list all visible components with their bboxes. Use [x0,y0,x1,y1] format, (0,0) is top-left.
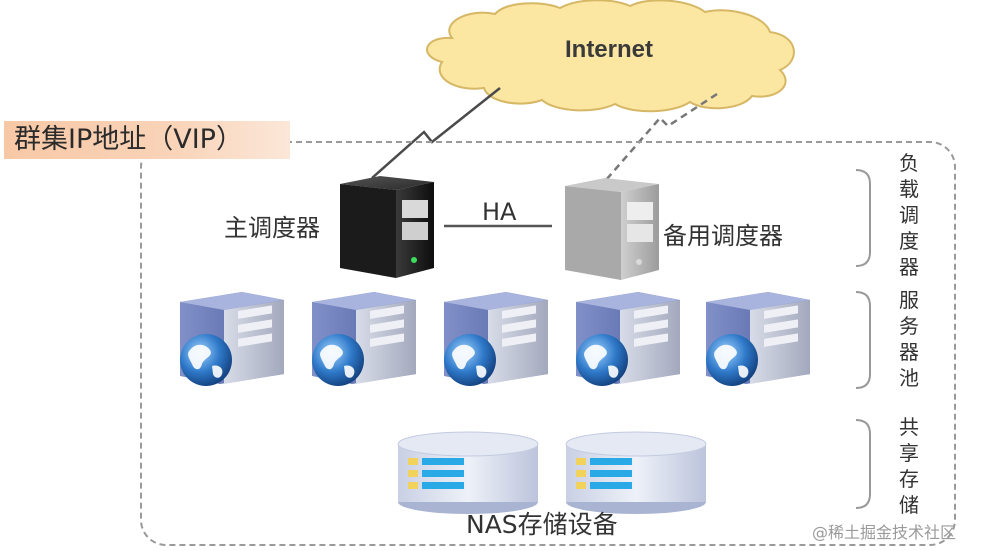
tier-char: 共 [899,415,919,439]
tier-char: 服 [899,288,919,312]
bracket-shared-storage [855,419,871,509]
tier-char: 载 [899,177,919,201]
tier-char: 享 [899,441,919,465]
main-dispatcher-label: 主调度器 [224,214,320,242]
backup-dispatcher-label: 备用调度器 [663,222,783,250]
tier-char: 负 [899,151,919,175]
internet-label: Internet [564,36,653,63]
tier-char: 池 [899,366,919,390]
tier-label-server-pool: 服 务 器 池 [894,287,924,391]
backup-internet-link [605,92,718,181]
ha-label: HA [482,198,517,226]
tier-char: 存 [899,467,919,491]
main-dispatcher-server [340,176,434,278]
internet-cloud [426,0,795,113]
tier-char: 调 [899,203,919,227]
bracket-server-pool [855,291,871,389]
bracket-load-balancer [855,169,871,267]
vip-label: 群集IP地址（VIP） [4,121,290,159]
tier-label-load-balancer: 负 载 调 度 器 [894,150,924,280]
cluster-boundary [140,141,956,546]
tier-label-shared-storage: 共 享 存 储 [894,414,924,518]
backup-dispatcher-server [565,178,659,280]
tier-char: 器 [899,255,919,279]
nas-storage-label: NAS存储设备 [466,510,618,539]
main-internet-link [371,87,501,179]
tier-char: 器 [899,340,919,364]
watermark: @稀土掘金技术社区 [812,523,957,542]
tier-char: 储 [899,493,919,517]
tier-char: 度 [899,229,919,253]
tier-char: 务 [899,314,919,338]
